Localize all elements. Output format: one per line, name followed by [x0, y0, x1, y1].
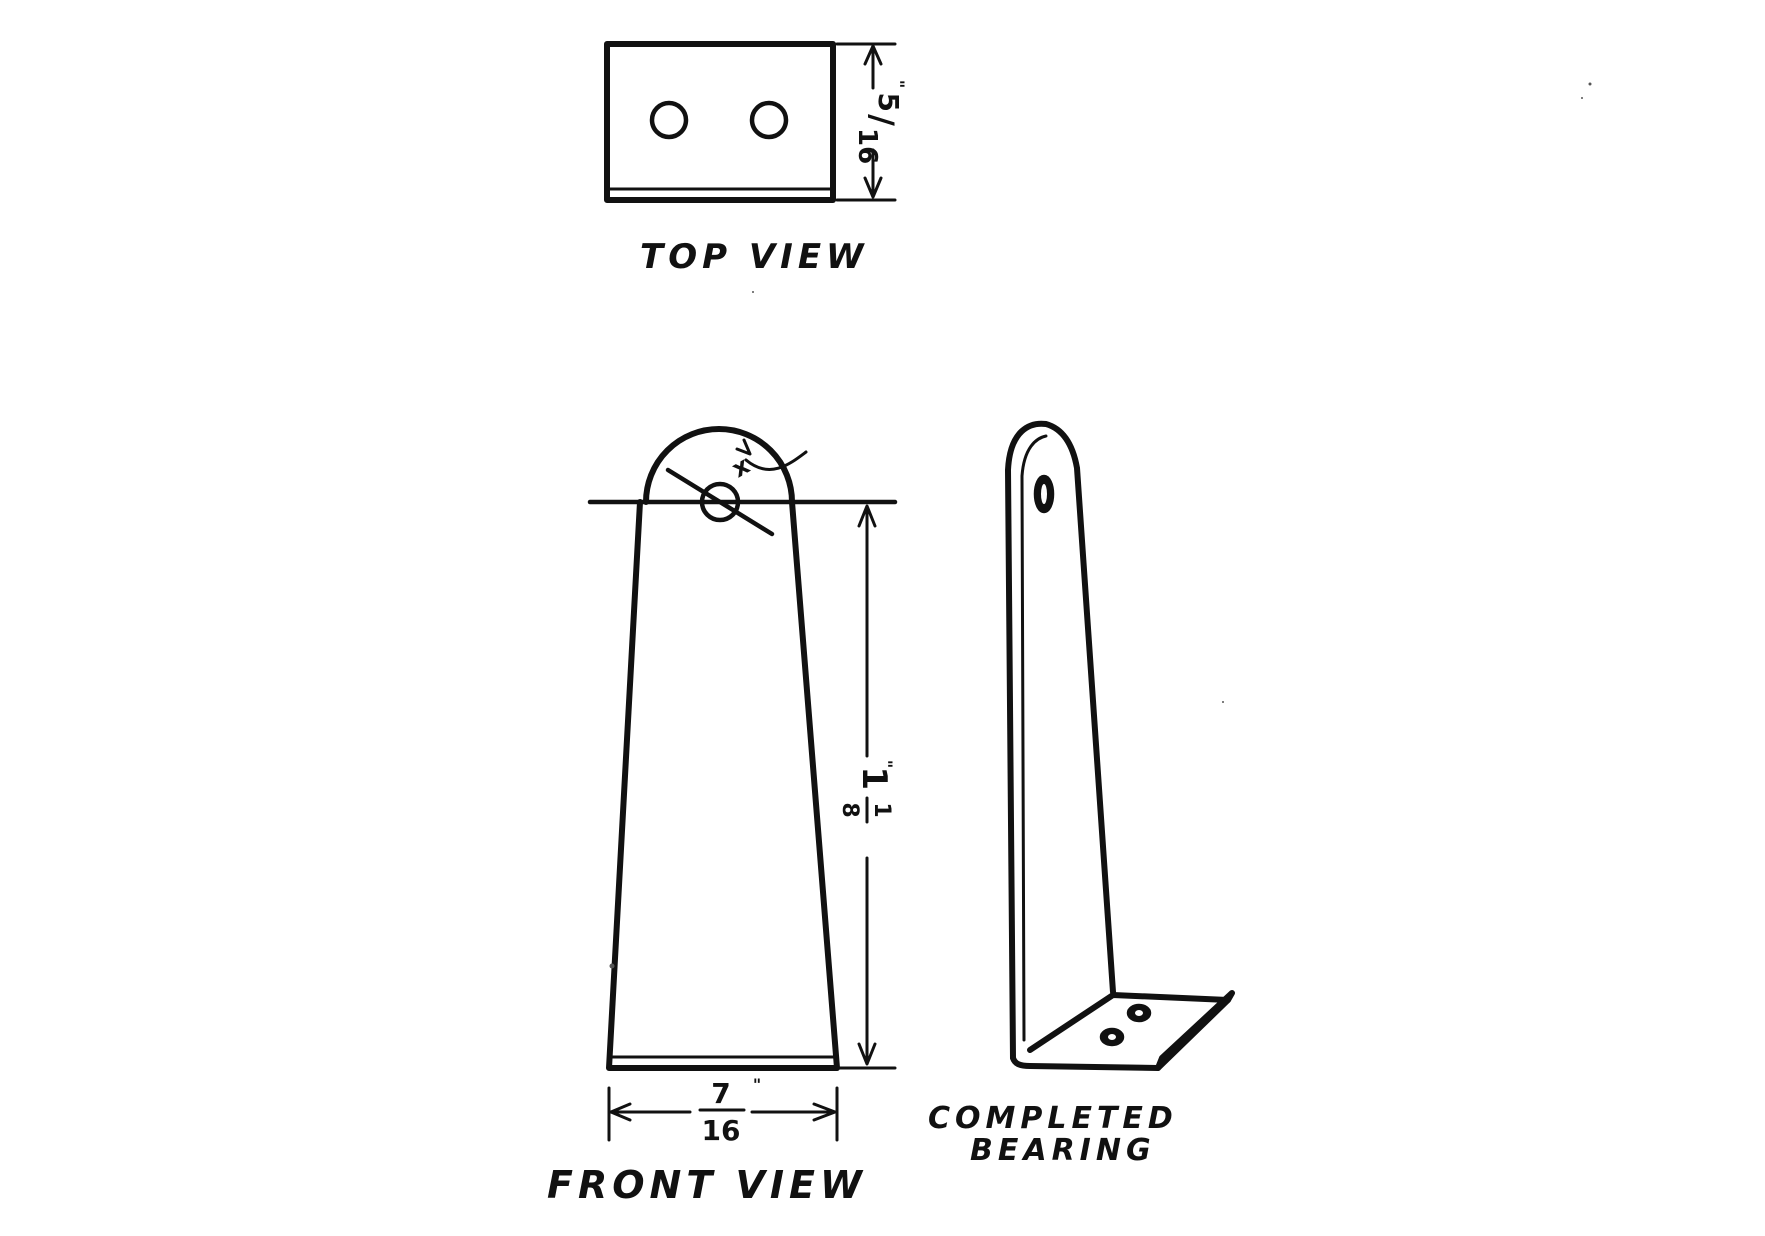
width-denominator: 16 — [702, 1114, 741, 1147]
height-numerator: 1 — [869, 802, 894, 817]
top-view-depth-dimension: 5 / 16 " — [835, 42, 908, 202]
front-view-plate-outline — [606, 426, 840, 1071]
completed-bearing-upright-inner-edge — [1020, 434, 1048, 1042]
top-depth-numerator: 5 — [872, 93, 905, 112]
front-view-radius-leader — [744, 450, 808, 471]
top-depth-slash: / — [863, 114, 901, 126]
height-inch-mark: " — [877, 760, 896, 768]
front-view-label: FRONT VIEW — [547, 1163, 867, 1207]
front-view-radius-mark: x — [727, 451, 755, 483]
front-view-width-dimension: 7 " 16 — [607, 1075, 839, 1147]
completed-bearing-base-thickness — [1155, 990, 1235, 1071]
front-view-radius-arrow — [735, 438, 752, 456]
completed-bearing-label-line1: COMPLETED — [928, 1101, 1178, 1136]
front-view-pivot-hole — [699, 481, 741, 523]
top-view-plate-outline — [604, 41, 836, 203]
front-view-height-dimension: 1 1 8 " — [803, 504, 897, 1070]
completed-bearing-base-outline — [1010, 992, 1231, 1071]
width-inch-mark: " — [753, 1075, 761, 1094]
scan-specks — [609, 82, 1592, 969]
width-numerator: 7 — [711, 1077, 730, 1110]
height-whole-number: 1 — [854, 766, 894, 790]
top-depth-inch-mark: " — [889, 80, 908, 88]
front-view: x 1 1 8 " 7 " 16 — [547, 426, 898, 1207]
completed-bearing-label-line2: BEARING — [970, 1133, 1156, 1168]
top-view-hole-right — [749, 100, 789, 140]
top-view-label: TOP VIEW — [640, 237, 869, 277]
top-view-hole-left — [649, 100, 689, 140]
height-denominator: 8 — [837, 802, 862, 817]
top-depth-denominator: 16 — [852, 128, 882, 164]
top-view: 5 / 16 " TOP VIEW — [604, 41, 908, 277]
completed-bearing: COMPLETED BEARING — [928, 420, 1235, 1168]
front-view-radius-line — [665, 467, 775, 537]
completed-bearing-upright-outline — [1005, 420, 1116, 1061]
